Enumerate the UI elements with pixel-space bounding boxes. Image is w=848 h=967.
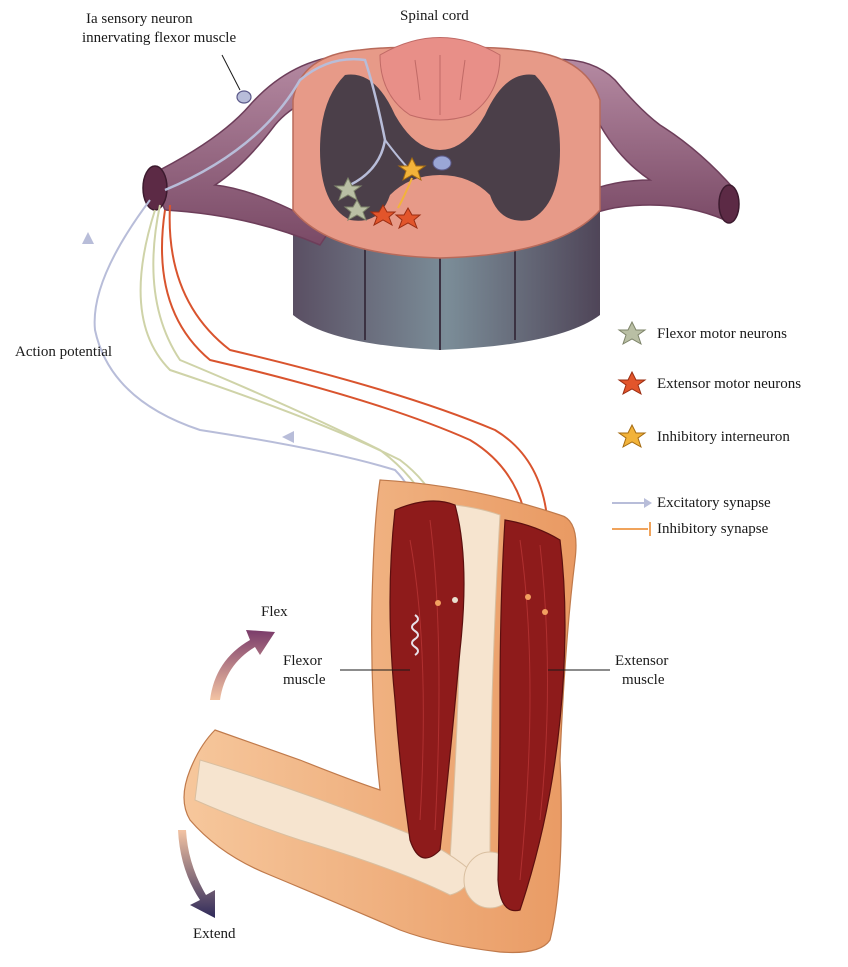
yellow-star-icon bbox=[619, 425, 645, 447]
spinal-cord-label: Spinal cord bbox=[400, 7, 469, 25]
flex-label: Flex bbox=[261, 603, 288, 621]
ia-sensory-label-line2: innervating flexor muscle bbox=[82, 29, 236, 47]
ia-sensory-label-line1: Ia sensory neuron bbox=[86, 10, 193, 28]
spinal-cord-cross-section bbox=[293, 38, 600, 259]
extensor-muscle-label-line2: muscle bbox=[622, 671, 665, 689]
legend-extensor-motor-neurons: Extensor motor neurons bbox=[657, 375, 801, 393]
inhibitory-bar-icon bbox=[612, 522, 650, 536]
legend-icons bbox=[612, 322, 652, 536]
gray-star-icon bbox=[619, 322, 645, 344]
legend-inhibitory-synapse: Inhibitory synapse bbox=[657, 520, 768, 538]
ia-sensory-leader bbox=[222, 55, 240, 90]
excitatory-arrow-icon bbox=[612, 498, 652, 508]
extensor-muscle-label-line1: Extensor bbox=[615, 652, 668, 670]
red-star-icon bbox=[619, 372, 645, 394]
legend-inhibitory-interneuron: Inhibitory interneuron bbox=[657, 428, 790, 446]
extend-arrow-icon bbox=[178, 830, 215, 918]
action-potential-arrow-2 bbox=[282, 431, 294, 443]
legend-flexor-motor-neurons: Flexor motor neurons bbox=[657, 325, 787, 343]
legend-excitatory-synapse: Excitatory synapse bbox=[657, 494, 771, 512]
flexor-muscle-label-line2: muscle bbox=[283, 671, 326, 689]
action-potential-label: Action potential bbox=[15, 343, 112, 361]
flexor-muscle-label-line1: Flexor bbox=[283, 652, 322, 670]
flex-arrow-icon bbox=[210, 630, 275, 700]
extend-label: Extend bbox=[193, 925, 236, 943]
action-potential-arrow-1 bbox=[82, 232, 94, 244]
